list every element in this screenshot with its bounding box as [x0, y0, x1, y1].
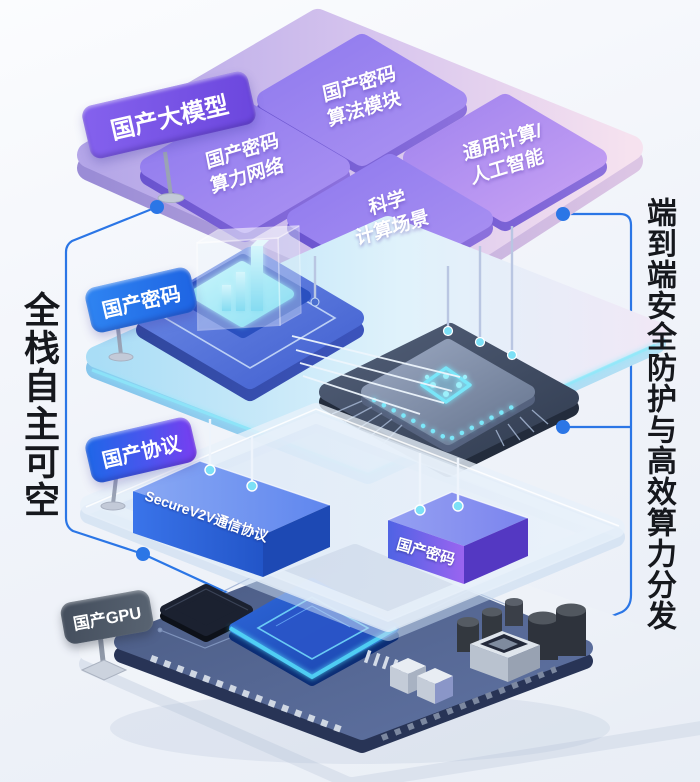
secure-module-pedestal — [136, 247, 364, 401]
left-caption: 全栈自主可空 — [19, 291, 60, 519]
usb-port — [470, 631, 540, 682]
edge-pads-right — [380, 666, 558, 741]
sign-protocol-label: 国产协议 — [100, 432, 184, 473]
circuit-traces — [291, 335, 461, 415]
tile-crypto-computing-network — [140, 101, 350, 242]
securev2v-protocol-box — [132, 460, 331, 577]
sign-gpu-label: 国产GPU — [71, 604, 143, 634]
connector-dots — [136, 200, 570, 561]
sign-crypto-pole — [108, 327, 134, 362]
io-connectors — [390, 658, 453, 704]
edge-pads-left — [149, 654, 347, 735]
sign-model-pole — [157, 151, 185, 203]
left-connector-rail — [64, 189, 259, 608]
tile-crypto-algorithm-module — [257, 34, 467, 175]
right-caption: 端到端安全防护与高效算力分发 — [642, 197, 675, 631]
chip-led-row — [371, 397, 523, 441]
sign-gpu-pole — [80, 633, 128, 681]
pins-to-boxes — [204, 419, 464, 516]
holographic-bar-chart — [222, 240, 269, 311]
glass-display-case — [196, 224, 302, 331]
sign-crypto-label: 国产密码 — [100, 282, 184, 323]
sign-protocol-pole — [100, 477, 126, 511]
pins-top-to-chip — [310, 226, 518, 361]
